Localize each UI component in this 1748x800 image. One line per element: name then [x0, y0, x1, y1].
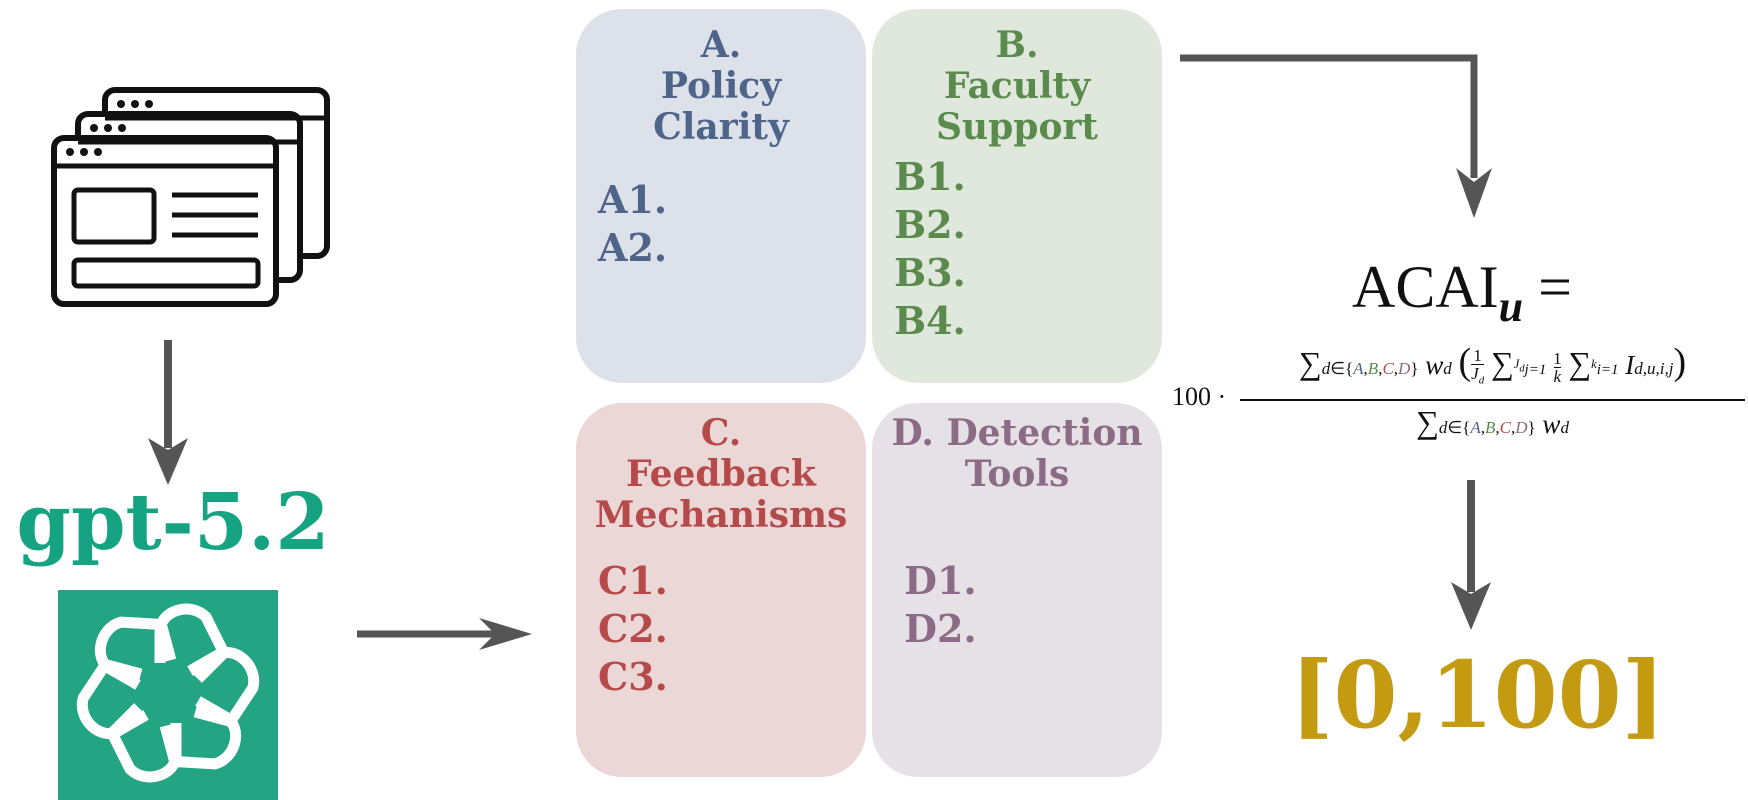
formula-lhs-text: ACAI [1352, 254, 1499, 320]
panel-c-title-line: Feedback [626, 453, 816, 495]
item-d2: D2. [904, 606, 977, 651]
arrow-down-icon [148, 340, 188, 485]
item-b1: B1. [894, 154, 966, 199]
formula-equals: = [1538, 254, 1572, 320]
formula-lhs: ACAIu = [1352, 252, 1572, 342]
formula-fraction-bar [1240, 399, 1745, 401]
panel-faculty-support: B. Faculty Support B1. B2. B3. B4. [872, 9, 1162, 383]
item-a2: A2. [598, 225, 668, 270]
panel-a-items: A1. A2. [598, 177, 667, 273]
arrow-right-icon [357, 618, 532, 650]
item-b2: B2. [894, 202, 966, 247]
panel-c-items: C1. C2. C3. [598, 558, 668, 702]
item-d1: D1. [904, 558, 977, 603]
panel-b-items: B1. B2. B3. B4. [894, 154, 966, 346]
panel-c-title: C. Feedback Mechanisms [576, 413, 866, 536]
formula-prefix: 100 · [1172, 382, 1227, 411]
item-a1: A1. [598, 177, 668, 222]
item-c1: C1. [598, 558, 668, 603]
formula-lhs-subscript: u [1498, 282, 1524, 331]
arrow-elbow-icon [1180, 54, 1492, 218]
browser-windows-icon [45, 82, 340, 322]
panel-b-title-line: B. [995, 24, 1039, 66]
panel-b-title: B. Faculty Support [872, 25, 1162, 148]
panel-detection-tools: D. Detection Tools D1. D2. [872, 403, 1162, 777]
output-range: [0,100] [1290, 641, 1666, 749]
formula-denominator: ∑d∈{A,B,C,D} wd [1416, 404, 1569, 440]
panel-feedback-mechanisms: C. Feedback Mechanisms C1. C2. C3. [576, 403, 866, 777]
panel-b-title-line: Faculty [943, 65, 1091, 107]
panel-d-title-line: Tools [964, 453, 1070, 495]
panel-a-title: A. Policy Clarity [576, 25, 866, 148]
panel-a-title-line: Clarity [653, 106, 789, 148]
panel-b-title-line: Support [935, 106, 1099, 148]
panel-c-title-line: Mechanisms [594, 494, 848, 536]
item-c2: C2. [598, 606, 668, 651]
panel-a-title-line: A. [700, 24, 742, 66]
panel-policy-clarity: A. Policy Clarity A1. A2. [576, 9, 866, 383]
item-b3: B3. [894, 250, 966, 295]
panel-d-title: D. Detection Tools [872, 413, 1162, 495]
panel-c-title-line: C. [700, 412, 742, 454]
arrow-down-icon [1451, 480, 1491, 630]
item-c3: C3. [598, 654, 668, 699]
panel-a-title-line: Policy [660, 65, 782, 107]
openai-logo-icon [58, 590, 278, 800]
panel-d-items: D1. D2. [904, 558, 977, 654]
model-name: gpt-5.2 [16, 477, 330, 568]
panel-d-title-line: D. Detection [891, 412, 1143, 454]
item-b4: B4. [894, 298, 966, 343]
